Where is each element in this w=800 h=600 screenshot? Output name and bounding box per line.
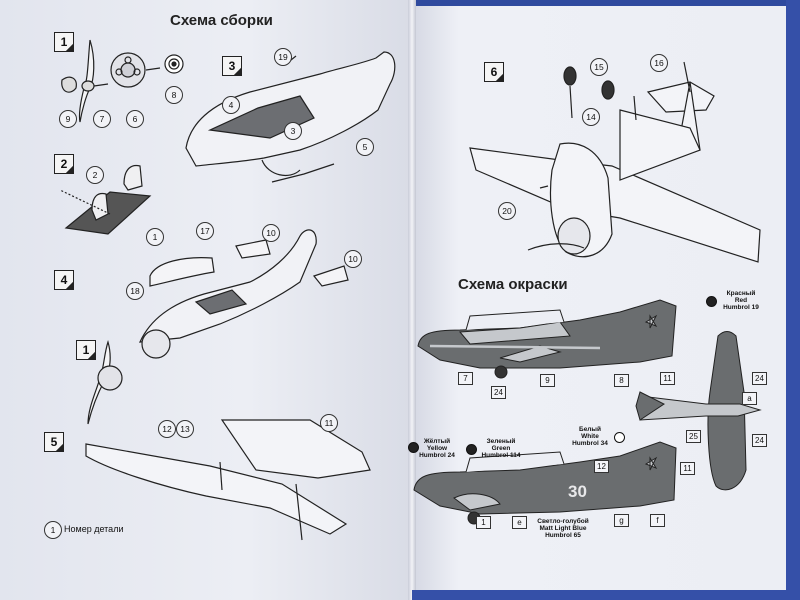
- part-number-14: 14: [582, 108, 600, 126]
- paint-white-icon: [614, 432, 625, 443]
- paint-yellow-name-ru: Жёлтый: [423, 438, 451, 445]
- callout-1: 1: [476, 516, 491, 529]
- part-number-12: 12: [158, 420, 176, 438]
- step-5-marker: 5: [44, 432, 64, 452]
- paint-green-code: Humbrol 114: [481, 452, 521, 459]
- part-number-1: 1: [146, 228, 164, 246]
- paint-lightblue-name-en: Matt Light Blue: [539, 525, 587, 532]
- step-2-marker: 2: [54, 154, 74, 174]
- paint-red-name-ru: Красный: [726, 290, 756, 297]
- callout-plan-a: a: [742, 392, 757, 405]
- paint-green-name-en: Green: [491, 445, 511, 452]
- callout-plan-24b: 24: [752, 434, 767, 447]
- callout-9: 9: [540, 374, 555, 387]
- paint-lightblue-label: Светло-голубой Matt Light Blue Humbrol 6…: [528, 518, 598, 539]
- part-number-9: 9: [59, 110, 77, 128]
- paint-red-name-en: Red: [734, 297, 748, 304]
- part-number-3: 3: [284, 122, 302, 140]
- legend-number-icon: 1: [44, 521, 62, 539]
- paint-red-label: Красный Red Humbrol 19: [716, 290, 766, 311]
- legend-text: Номер детали: [64, 524, 124, 534]
- paint-green-label: Зеленый Green Humbrol 114: [476, 438, 526, 459]
- part-number-17: 17: [196, 222, 214, 240]
- step-6-marker: 6: [484, 62, 504, 82]
- paint-lightblue-name-ru: Светло-голубой: [537, 518, 589, 525]
- tail-number: 30: [568, 482, 587, 501]
- callout-11: 11: [660, 372, 675, 385]
- step-4-marker: 4: [54, 270, 74, 290]
- page-fold: [408, 0, 416, 600]
- part-number-19: 19: [274, 48, 292, 66]
- part-number-13: 13: [176, 420, 194, 438]
- background-bottom: [412, 590, 800, 600]
- callout-e: e: [512, 516, 527, 529]
- part-number-18: 18: [126, 282, 144, 300]
- callout-11b: 11: [680, 462, 695, 475]
- paint-yellow-icon: [408, 442, 419, 453]
- callout-12: 12: [594, 460, 609, 473]
- paint-lightblue-code: Humbrol 65: [545, 532, 581, 539]
- paint-white-name-en: White: [581, 433, 599, 440]
- part-number-15: 15: [590, 58, 608, 76]
- paint-green-icon: [466, 444, 477, 455]
- part-number-6: 6: [126, 110, 144, 128]
- background-edge: [786, 0, 800, 600]
- callout-plan-24a: 24: [752, 372, 767, 385]
- part-number-7: 7: [93, 110, 111, 128]
- paint-white-label: Белый White Humbrol 34: [566, 426, 614, 447]
- part-number-20: 20: [498, 202, 516, 220]
- step-1-marker: 1: [54, 32, 74, 52]
- paint-red-icon: [706, 296, 717, 307]
- part-number-10b: 10: [344, 250, 362, 268]
- part-number-11: 11: [320, 414, 338, 432]
- part-number-5: 5: [356, 138, 374, 156]
- paint-green-name-ru: Зеленый: [486, 438, 516, 445]
- assembly-drawings: [59, 39, 396, 541]
- paint-red-code: Humbrol 19: [723, 304, 759, 311]
- part-number-4: 4: [222, 96, 240, 114]
- painting-title: Схема окраски: [458, 276, 568, 293]
- part-number-16: 16: [650, 54, 668, 72]
- callout-24: 24: [491, 386, 506, 399]
- callout-8: 8: [614, 374, 629, 387]
- callout-plan-25: 25: [686, 430, 701, 443]
- part-number-8: 8: [165, 86, 183, 104]
- step-1b-marker: 1: [76, 340, 96, 360]
- part-number-2: 2: [86, 166, 104, 184]
- callout-g: g: [614, 514, 629, 527]
- assembly-title: Схема сборки: [170, 12, 273, 29]
- paint-yellow-name-en: Yellow: [426, 445, 448, 452]
- paint-yellow-code: Humbrol 24: [419, 452, 455, 459]
- step-3-marker: 3: [222, 56, 242, 76]
- callout-7: 7: [458, 372, 473, 385]
- paint-white-name-ru: Белый: [579, 426, 601, 433]
- paint-white-code: Humbrol 34: [572, 440, 608, 447]
- part-number-10a: 10: [262, 224, 280, 242]
- callout-f: f: [650, 514, 665, 527]
- paint-yellow-label: Жёлтый Yellow Humbrol 24: [412, 438, 462, 459]
